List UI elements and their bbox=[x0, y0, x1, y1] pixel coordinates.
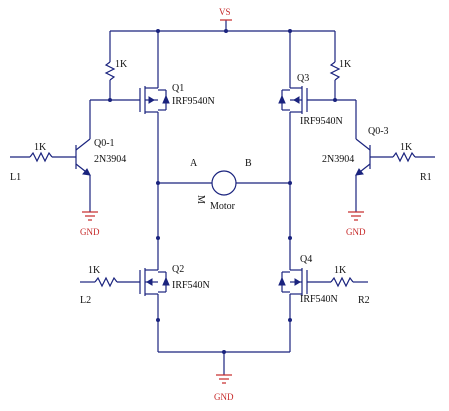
mosfet-q4 bbox=[278, 268, 368, 300]
ground-rail bbox=[158, 350, 290, 384]
bjt-q0-3-ref: Q0-3 bbox=[368, 126, 389, 137]
mosfet-q3 bbox=[278, 84, 337, 116]
ground-q0-1 bbox=[82, 211, 98, 221]
motor bbox=[158, 170, 290, 196]
ground-q0-3-label: GND bbox=[346, 227, 366, 237]
mosfet-q1-ref: Q1 bbox=[172, 83, 184, 94]
resistor-q1-bias-label: 1K bbox=[115, 59, 128, 70]
bjt-q0-1 bbox=[10, 99, 110, 212]
mosfet-q4-ref: Q4 bbox=[300, 254, 312, 265]
input-r2-label: R2 bbox=[358, 295, 370, 306]
bjt-q0-3 bbox=[335, 99, 435, 212]
resistor-l1-label: 1K bbox=[34, 142, 47, 153]
supply-label: VS bbox=[219, 7, 231, 17]
mosfet-q4-part: IRF540N bbox=[300, 294, 338, 305]
bjt-q0-3-part: 2N3904 bbox=[322, 154, 354, 165]
left-rail bbox=[156, 31, 160, 352]
mosfet-q2 bbox=[80, 268, 170, 300]
supply-rail bbox=[110, 19, 335, 33]
mosfet-q1 bbox=[108, 84, 170, 116]
motor-label: Motor bbox=[210, 201, 236, 212]
ground-q0-3 bbox=[348, 211, 364, 221]
resistor-r1-label: 1K bbox=[400, 142, 413, 153]
mosfet-q1-part: IRF9540N bbox=[172, 96, 215, 107]
input-l2-label: L2 bbox=[80, 295, 91, 306]
resistor-q1-bias bbox=[104, 31, 116, 100]
bjt-q0-1-ref: Q0-1 bbox=[94, 138, 115, 149]
bjt-q0-1-part: 2N3904 bbox=[94, 154, 126, 165]
mosfet-q3-ref: Q3 bbox=[297, 73, 309, 84]
ground-q0-1-label: GND bbox=[80, 227, 100, 237]
motor-symbol: M bbox=[195, 195, 206, 204]
node-a-label: A bbox=[190, 158, 198, 169]
resistor-q3-bias-label: 1K bbox=[339, 59, 352, 70]
mosfet-q2-ref: Q2 bbox=[172, 264, 184, 275]
ground-main-label: GND bbox=[214, 392, 234, 402]
node-b-label: B bbox=[245, 158, 252, 169]
mosfet-q3-part: IRF9540N bbox=[300, 116, 343, 127]
resistor-l2-label: 1K bbox=[88, 265, 101, 276]
resistor-q3-bias bbox=[329, 31, 341, 100]
right-rail bbox=[288, 31, 292, 352]
mosfet-q2-part: IRF540N bbox=[172, 280, 210, 291]
input-r1-label: R1 bbox=[420, 172, 432, 183]
input-l1-label: L1 bbox=[10, 172, 21, 183]
resistor-r2-label: 1K bbox=[334, 265, 347, 276]
